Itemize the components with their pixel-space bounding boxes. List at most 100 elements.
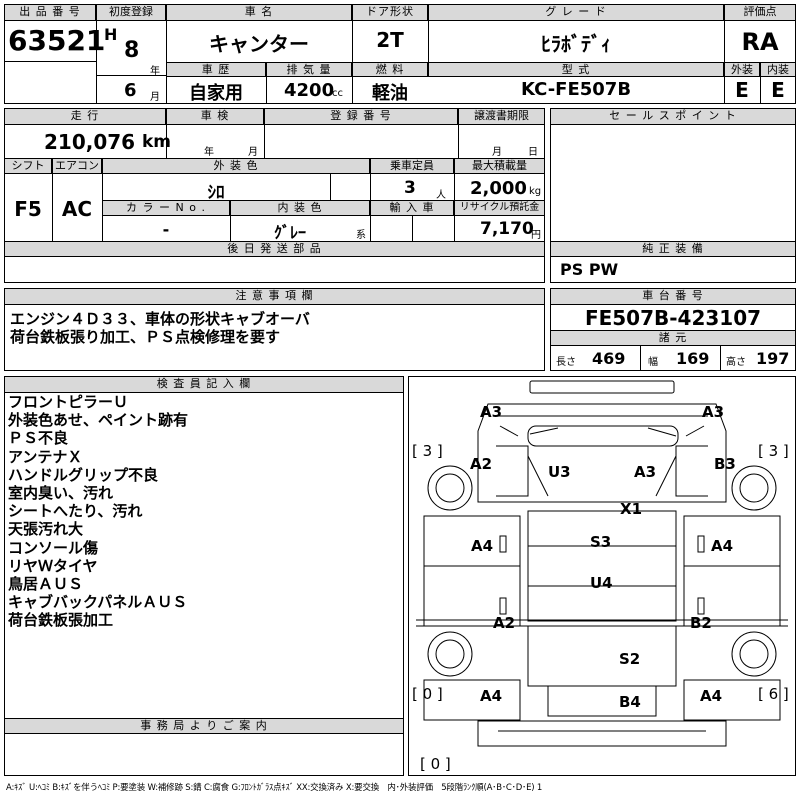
length-value: 469 [592,349,626,368]
load-header: 最大積載量 [454,158,545,174]
capacity: 3 [404,178,416,198]
inspector-header: 検 査 員 記 入 欄 [4,376,404,393]
legend: A:ｷｽﾞ U:ﾍｺﾐ B:ｷｽﾞを伴うﾍｺﾐ P:要塗装 W:補修跡 S:錆 … [6,783,543,793]
inspector-line: 天張汚れ大 [8,520,84,539]
inspection-year: 年 [204,147,214,158]
office-header: 事 務 局 よ り ご 案 内 [4,718,404,734]
damage-mark: X1 [620,500,643,518]
chassis-header: 車 台 番 号 [550,288,796,305]
lot-number: 63521 [8,24,106,57]
damage-mark: A3 [702,403,725,421]
mileage: 210,076 [44,130,136,154]
height-value: 197 [756,349,790,368]
grade-header: グ レ ー ド [428,4,724,21]
inspector-line: アンテナＸ [8,447,83,466]
ac-header: エアコン [52,158,102,174]
damage-mark: B4 [619,693,641,711]
damage-mark: A3 [480,403,503,421]
tire-tread: [ 0 ] [412,685,443,703]
length-label: 長さ [556,357,576,368]
model-code: KC-FE507B [520,79,632,100]
inspector-notes: フロントピラーＵ 外装色あせ、ペイント跡有 ＰＳ不良 アンテナＸ ハンドルグリッ… [8,393,188,630]
lot-header: 出 品 番 号 [4,4,96,21]
selling-points-header: セ ー ル ス ポ イ ン ト [550,108,796,125]
caution-line: 荷台鉄板張り加工、ＰＳ点検修理を要す [10,328,281,347]
transfer-day: 日 [528,147,538,158]
model-header: 型 式 [428,62,724,77]
damage-mark: A4 [480,687,503,705]
inspector-line: 室内臭い、汚れ [8,484,114,503]
inspector-line: ＰＳ不良 [8,429,69,448]
door-type: 2T [376,28,404,52]
car-name: キャンター [209,32,309,56]
damage-mark: B3 [714,455,736,473]
int-color-header: 内 装 色 [230,200,370,216]
height-label: 高さ [726,357,746,368]
transfer-header: 譲渡書期限 [458,108,545,125]
truck-diagram [416,380,788,747]
first-reg-month: 6 [124,80,137,101]
damage-mark: A4 [700,687,723,705]
inspector-line: キャブバックパネルＡＵＳ [8,593,188,612]
recycle-header: リサイクル預託金 [454,200,545,216]
history: 自家用 [189,83,243,104]
door-header: ドア形状 [352,4,428,21]
caution-text: エンジン４Ｄ３３、車体の形状キャブオーバ 荷台鉄板張り加工、ＰＳ点検修理を要す [10,310,310,346]
exterior-color: ｼﾛ [207,183,225,203]
inspection-month: 月 [248,147,258,158]
damage-mark: A4 [711,537,734,555]
int-color-unit: 系 [356,230,366,241]
fuel-header: 燃 料 [352,62,428,77]
import-header: 輸 入 車 [370,200,454,216]
cc-unit: cc [332,88,343,99]
caution-header: 注 意 事 項 欄 [4,288,545,305]
inspector-line: フロントピラーＵ [8,393,129,411]
mileage-header: 走 行 [4,108,166,125]
damage-mark: S3 [590,533,612,551]
tire-tread: [ 3 ] [412,442,443,460]
damage-mark: B2 [690,614,712,632]
era: H [104,25,118,44]
transfer-month: 月 [492,147,502,158]
shift: F5 [14,197,42,221]
inspector-line: 鳥居ＡＵＳ [8,575,84,594]
equipment-header: 純 正 装 備 [550,241,796,257]
first-reg-year: 8 [124,38,140,63]
specs-header: 諸 元 [550,330,796,346]
month-unit: 月 [150,92,160,103]
max-load: 2,000 [470,178,527,199]
damage-mark: S2 [619,650,641,668]
tire-tread: [ 0 ] [420,755,451,773]
interior-grade: E [771,78,785,102]
damage-mark: U4 [590,574,613,592]
color-header: 外 装 色 [102,158,370,174]
inspector-line: コンソール傷 [8,538,99,557]
later-parts-header: 後 日 発 送 部 品 [4,241,545,257]
air-conditioner: AC [61,197,93,221]
width-value: 169 [676,349,710,368]
damage-mark: A4 [471,537,494,555]
exterior-grade: E [735,78,749,102]
color-number: - [162,220,170,239]
shift-header: シフト [4,158,52,174]
caution-line: エンジン４Ｄ３３、車体の形状キャブオーバ [10,310,310,328]
inspection-header: 車 検 [166,108,264,125]
inspector-line: シートへたり、汚れ [8,502,143,521]
condition-diagram-box [408,376,796,776]
inspector-line: 荷台鉄板張加工 [8,611,114,630]
tire-tread: [ 3 ] [758,442,789,460]
interior-color: ｸﾞﾚｰ [273,223,306,242]
year-unit: 年 [150,66,160,77]
chassis-number: FE507B-423107 [584,306,762,330]
displacement-header: 排 気 量 [266,62,352,77]
exterior-header: 外装 [724,62,760,77]
interior-header: 内装 [760,62,796,77]
inspector-line: ハンドルグリップ不良 [8,465,159,484]
damage-mark: A2 [470,455,493,473]
capacity-header: 乗車定員 [370,158,454,174]
capacity-unit: 人 [436,190,446,201]
score: RA [741,28,779,56]
load-unit: kg [529,186,542,197]
car-name-header: 車 名 [166,4,352,21]
inspector-line: 外装色あせ、ペイント跡有 [8,411,189,430]
